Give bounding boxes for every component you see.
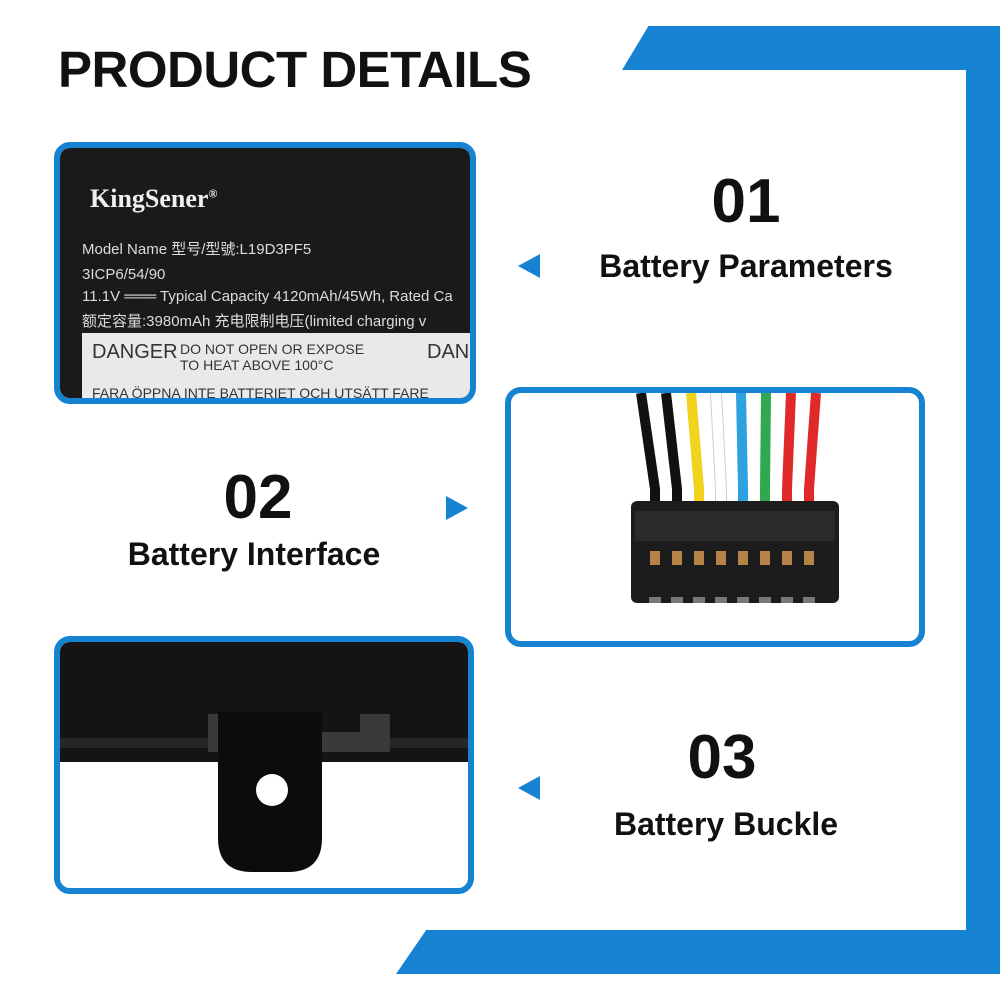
- danger-word-2: DANG: [427, 341, 470, 363]
- brand-text: KingSener: [90, 184, 209, 213]
- feature-number-03: 03: [687, 723, 757, 792]
- connector-slot: [715, 597, 727, 603]
- connector-top-ridge: [635, 511, 835, 541]
- wire: [782, 393, 796, 505]
- connector-slot: [737, 597, 749, 603]
- frame-top-bar: [622, 26, 1000, 70]
- connector-image: [631, 393, 839, 603]
- danger-warning-box: DANGER DO NOT OPEN OR EXPOSE TO HEAT ABO…: [82, 333, 470, 401]
- connector-pin: [694, 551, 704, 565]
- wire: [661, 393, 682, 505]
- triangle-right-icon: [446, 496, 468, 520]
- wire: [760, 393, 771, 505]
- connector-pin: [760, 551, 770, 565]
- connector-slot: [649, 597, 661, 603]
- connector-wires: [636, 393, 821, 505]
- feature-caption-03: Battery Buckle: [613, 806, 839, 842]
- feature-caption-02: Battery Interface: [127, 536, 381, 572]
- connector-panel: [505, 387, 925, 647]
- connector-pin: [738, 551, 748, 565]
- wire: [711, 393, 726, 505]
- danger-word: DANGER: [92, 341, 178, 363]
- connector-pin: [804, 551, 814, 565]
- danger-line-3: FARA ÖPPNA INTE BATTERIET OCH UTSÄTT FAR…: [92, 385, 429, 401]
- triangle-left-icon: [518, 254, 540, 278]
- danger-text: DO NOT OPEN OR EXPOSE TO HEAT ABOVE 100°…: [180, 341, 364, 373]
- frame-bottom-bar: [396, 930, 1000, 974]
- danger-text-line-2: TO HEAT ABOVE 100°C: [180, 357, 334, 373]
- frame-right-bar: [966, 26, 1000, 974]
- label-rated-line: 额定容量:3980mAh 充电限制电压(limited charging v: [82, 313, 427, 330]
- buckle-panel: [54, 636, 474, 894]
- buckle-hole: [256, 774, 288, 806]
- label-cell-line: 3ICP6/54/90: [82, 266, 166, 283]
- wire: [636, 393, 660, 505]
- connector-pin: [672, 551, 682, 565]
- buckle-image: [60, 642, 468, 872]
- connector-slot: [759, 597, 771, 603]
- page-title: PRODUCT DETAILS: [58, 41, 532, 98]
- wire: [736, 393, 748, 505]
- wire: [686, 393, 704, 505]
- connector-slot: [693, 597, 705, 603]
- battery-label-panel: KingSener® Model Name 型号/型號:L19D3PF5 3IC…: [54, 142, 476, 404]
- registered-mark: ®: [208, 186, 218, 201]
- connector-pin: [650, 551, 660, 565]
- connector-pins: [649, 551, 815, 603]
- triangle-left-icon: [518, 776, 540, 800]
- feature-caption-01: Battery Parameters: [599, 248, 893, 284]
- connector-slot: [803, 597, 815, 603]
- danger-text-line-1: DO NOT OPEN OR EXPOSE: [180, 341, 365, 357]
- label-model-line: Model Name 型号/型號:L19D3PF5: [82, 241, 312, 258]
- connector-pin: [782, 551, 792, 565]
- brand-name: KingSener®: [90, 184, 217, 214]
- connector-pin: [716, 551, 726, 565]
- feature-number-01: 01: [711, 167, 781, 236]
- wire: [804, 393, 821, 505]
- connector-slot: [781, 597, 793, 603]
- feature-number-02: 02: [223, 463, 293, 532]
- connector-slot: [671, 597, 683, 603]
- label-capacity-line: 11.1V ═══ Typical Capacity 4120mAh/45Wh,…: [82, 288, 453, 305]
